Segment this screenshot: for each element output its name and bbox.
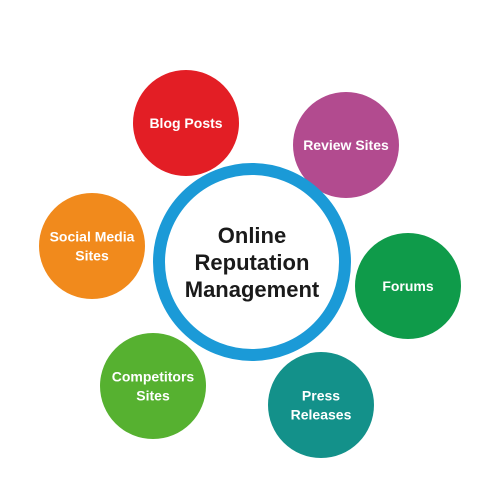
label-line: Competitors — [112, 369, 195, 385]
label-line: Social Media — [50, 229, 135, 245]
label-line: Review Sites — [303, 137, 389, 153]
label-line: Releases — [291, 407, 352, 423]
label-line: Press — [302, 388, 340, 404]
node-competitors-sites-circle — [100, 333, 206, 439]
label-line: Sites — [75, 248, 109, 264]
node-review-sites-circle — [293, 92, 399, 198]
label-line: Online — [218, 223, 286, 248]
center-hub-ring — [153, 163, 351, 361]
label-line: Management — [185, 277, 320, 302]
label-line: Forums — [382, 278, 434, 294]
node-press-releases-circle — [268, 352, 374, 458]
node-forums-label: Forums — [382, 278, 434, 294]
label-line: Sites — [136, 388, 170, 404]
node-blog-posts-label: Blog Posts — [149, 115, 222, 131]
node-review-sites: Review Sites — [293, 92, 399, 198]
label-line: Reputation — [195, 250, 310, 275]
node-social-media-sites-circle — [39, 193, 145, 299]
node-blog-posts-circle — [133, 70, 239, 176]
node-forums: Forums — [355, 233, 461, 339]
label-line: Blog Posts — [149, 115, 222, 131]
node-forums-circle — [355, 233, 461, 339]
node-blog-posts: Blog Posts — [133, 70, 239, 176]
node-review-sites-label: Review Sites — [303, 137, 389, 153]
